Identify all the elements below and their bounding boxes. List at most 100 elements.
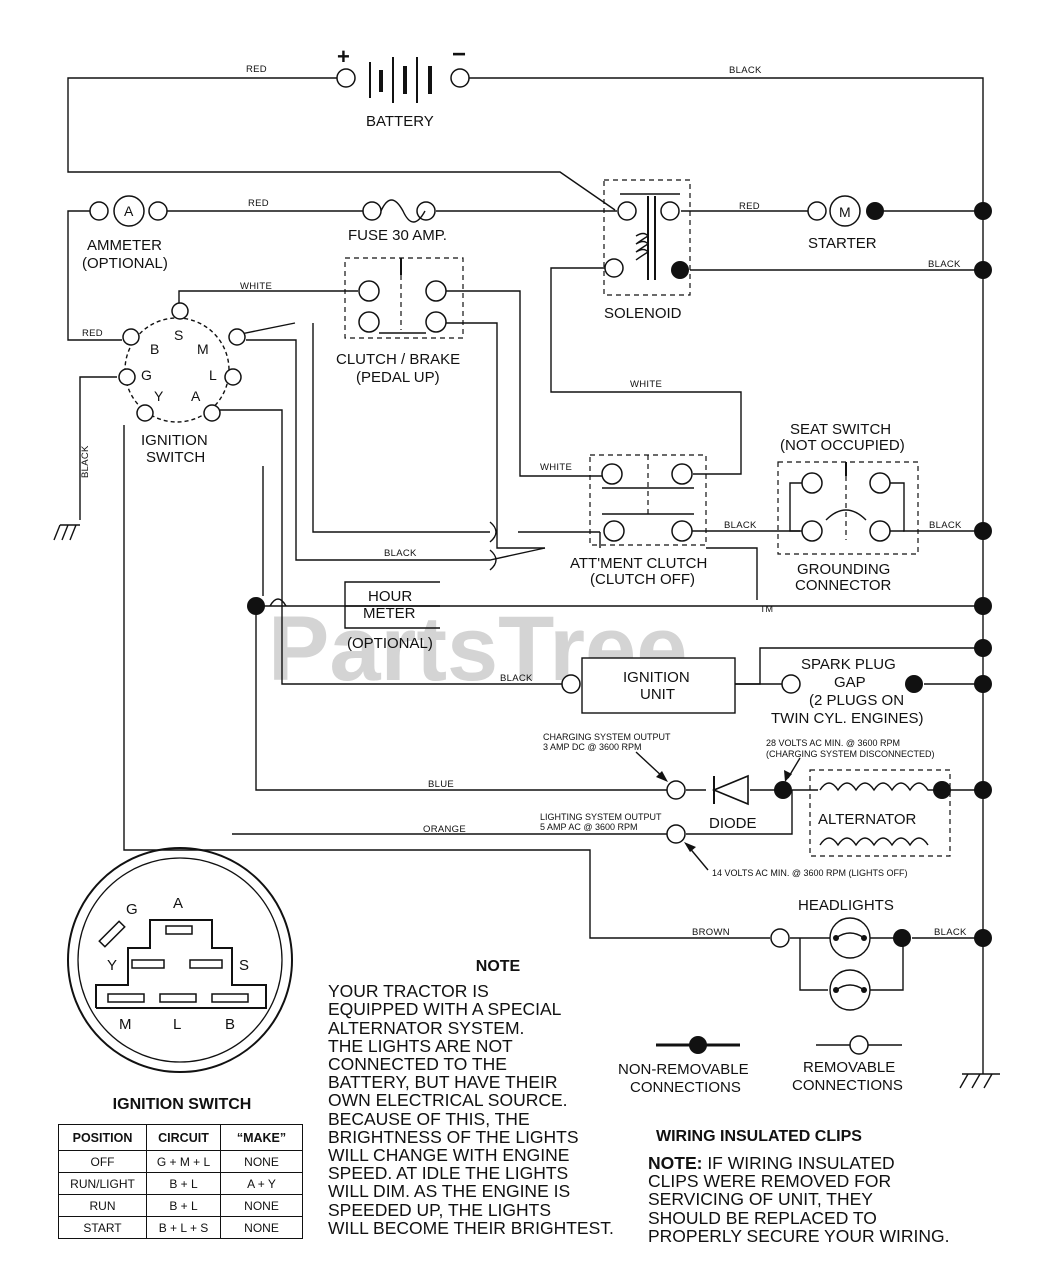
connector-pin-g: G: [126, 901, 138, 918]
lighting-output-rating: 5 AMP AC @ 3600 RPM: [540, 822, 638, 832]
wire-brown: BROWN: [692, 927, 730, 938]
watermark-tm: TM: [760, 604, 773, 614]
table-header-row: POSITION CIRCUIT “MAKE”: [58, 1124, 303, 1151]
fuse-label: FUSE 30 AMP.: [348, 227, 447, 244]
legend-non-removable: NON-REMOVABLE: [618, 1061, 749, 1078]
headlights-label: HEADLIGHTS: [798, 897, 894, 914]
note-block: NOTE YOUR TRACTOR IS EQUIPPED WITH A SPE…: [328, 958, 638, 1237]
spark-plugs-note: (2 PLUGS ON: [809, 692, 904, 709]
annotations: CHARGING SYSTEM OUTPUT 3 AMP DC @ 3600 R…: [540, 732, 935, 878]
legend-removable: REMOVABLE: [803, 1059, 895, 1076]
header-circuit: CIRCUIT: [146, 1124, 221, 1151]
battery-positive-terminal: [336, 68, 356, 88]
starter-label: STARTER: [808, 235, 877, 252]
cell-position: RUN/LIGHT: [58, 1172, 147, 1195]
removable-symbol: [849, 1035, 869, 1055]
wire-white-switch: WHITE: [240, 281, 272, 292]
battery-label: BATTERY: [366, 113, 434, 130]
seat-switch-state: (NOT OCCUPIED): [780, 437, 905, 454]
connector-pin-a: A: [173, 895, 183, 912]
hour-meter-label: HOUR: [368, 588, 412, 605]
ammeter-label: AMMETER: [87, 237, 162, 254]
seat-switch: SEAT SWITCH (NOT OCCUPIED) GROUNDING CON…: [777, 421, 919, 594]
solenoid: SOLENOID: [603, 179, 691, 322]
switch-pin-b: B: [150, 341, 159, 357]
charging-output-rating: 3 AMP DC @ 3600 RPM: [543, 742, 642, 752]
battery-plus-sign: +: [337, 44, 350, 69]
clutch-brake-switch: CLUTCH / BRAKE (PEDAL UP): [336, 257, 464, 386]
lighting-output-note: LIGHTING SYSTEM OUTPUT: [540, 812, 662, 822]
wire-black-ground: BLACK: [80, 445, 91, 478]
seat-switch-label: SEAT SWITCH: [790, 421, 891, 438]
alternator-label: ALTERNATOR: [818, 811, 917, 828]
alternator: ALTERNATOR: [774, 769, 951, 857]
spark-plug: SPARK PLUG GAP (2 PLUGS ON TWIN CYL. ENG…: [771, 656, 924, 727]
battery-negative-terminal: [450, 68, 470, 88]
28-volts-note: 28 VOLTS AC MIN. @ 3600 RPM: [766, 738, 900, 748]
wire-black-headlights: BLACK: [934, 927, 967, 938]
switch-pin-l: L: [209, 367, 217, 383]
wires: [67, 77, 984, 1060]
starter-symbol: M: [839, 204, 851, 220]
note-title: NOTE: [475, 958, 521, 975]
connector-pin-b: B: [225, 1016, 235, 1033]
wire-red-ammeter: RED: [248, 198, 269, 209]
hour-meter: HOUR METER (OPTIONAL): [344, 581, 440, 652]
wire-blue: BLUE: [428, 779, 454, 790]
wire-black-att-seat: BLACK: [724, 520, 757, 531]
charging-output-note: CHARGING SYSTEM OUTPUT: [543, 732, 671, 742]
wire-red-switch: RED: [82, 328, 103, 339]
grounding-label: GROUNDING: [797, 561, 890, 578]
clips-note-lead: NOTE:: [648, 1153, 703, 1173]
wire-black-ignition: BLACK: [500, 673, 533, 684]
header-make: “MAKE”: [220, 1124, 303, 1151]
legend-removable-2: CONNECTIONS: [792, 1077, 903, 1094]
spark-gap-label: GAP: [834, 674, 866, 691]
non-removable-symbol: [689, 1036, 707, 1054]
starter: M STARTER: [807, 195, 884, 252]
pin-slot-l: [159, 993, 197, 1003]
connector-pin-s: S: [239, 957, 249, 974]
ignition-unit: IGNITION UNIT: [561, 657, 736, 714]
switch-pin-g: G: [141, 367, 152, 383]
cell-position: START: [58, 1216, 147, 1239]
cell-make: NONE: [220, 1216, 303, 1239]
connector-pin-m: M: [119, 1016, 132, 1033]
clips-title: WIRING INSULATED CLIPS: [656, 1128, 862, 1145]
table-row: RUN/LIGHT B + L A + Y: [58, 1172, 303, 1195]
wire-orange: ORANGE: [423, 824, 466, 835]
ignition-switch-label: IGNITION: [141, 432, 208, 449]
switch-pin-y: Y: [154, 388, 164, 404]
solenoid-label: SOLENOID: [604, 305, 682, 322]
att-clutch-label: ATT'MENT CLUTCH: [570, 555, 707, 572]
ignition-switch-label-2: SWITCH: [146, 449, 205, 466]
cell-make: NONE: [220, 1194, 303, 1217]
att-clutch-state: (CLUTCH OFF): [590, 571, 695, 588]
switch-pin-a: A: [191, 388, 201, 404]
wire-white-att: WHITE: [540, 462, 572, 473]
ignition-switch-table: POSITION CIRCUIT “MAKE” OFF G + M + L NO…: [58, 1124, 303, 1239]
wire-black-att: BLACK: [384, 548, 417, 559]
switch-pin-m: M: [197, 341, 209, 357]
table-row: RUN B + L NONE: [58, 1194, 303, 1217]
diode: DIODE: [666, 774, 757, 844]
note-text: YOUR TRACTOR IS EQUIPPED WITH A SPECIAL …: [328, 981, 614, 1238]
cell-circuit: B + L + S: [146, 1216, 221, 1239]
ground-bus-connections: [247, 202, 992, 947]
wire-labels: RED BLACK RED RED BLACK WHITE RED BLACK …: [80, 64, 967, 938]
wire-black-battery: BLACK: [729, 65, 762, 76]
wire-red-starter: RED: [739, 201, 760, 212]
pin-slot-m: [107, 993, 145, 1003]
legend-non-removable-2: CONNECTIONS: [630, 1079, 741, 1096]
battery-minus-sign: −: [452, 41, 466, 68]
diode-label: DIODE: [709, 815, 757, 832]
connector-pin-y: Y: [107, 957, 117, 974]
wire-white-solenoid: WHITE: [630, 379, 662, 390]
switch-pin-s: S: [174, 327, 183, 343]
cell-make: NONE: [220, 1150, 303, 1173]
charging-disconnected-note: (CHARGING SYSTEM DISCONNECTED): [766, 749, 935, 759]
ammeter-optional-label: (OPTIONAL): [82, 255, 168, 272]
table-row: OFF G + M + L NONE: [58, 1150, 303, 1173]
